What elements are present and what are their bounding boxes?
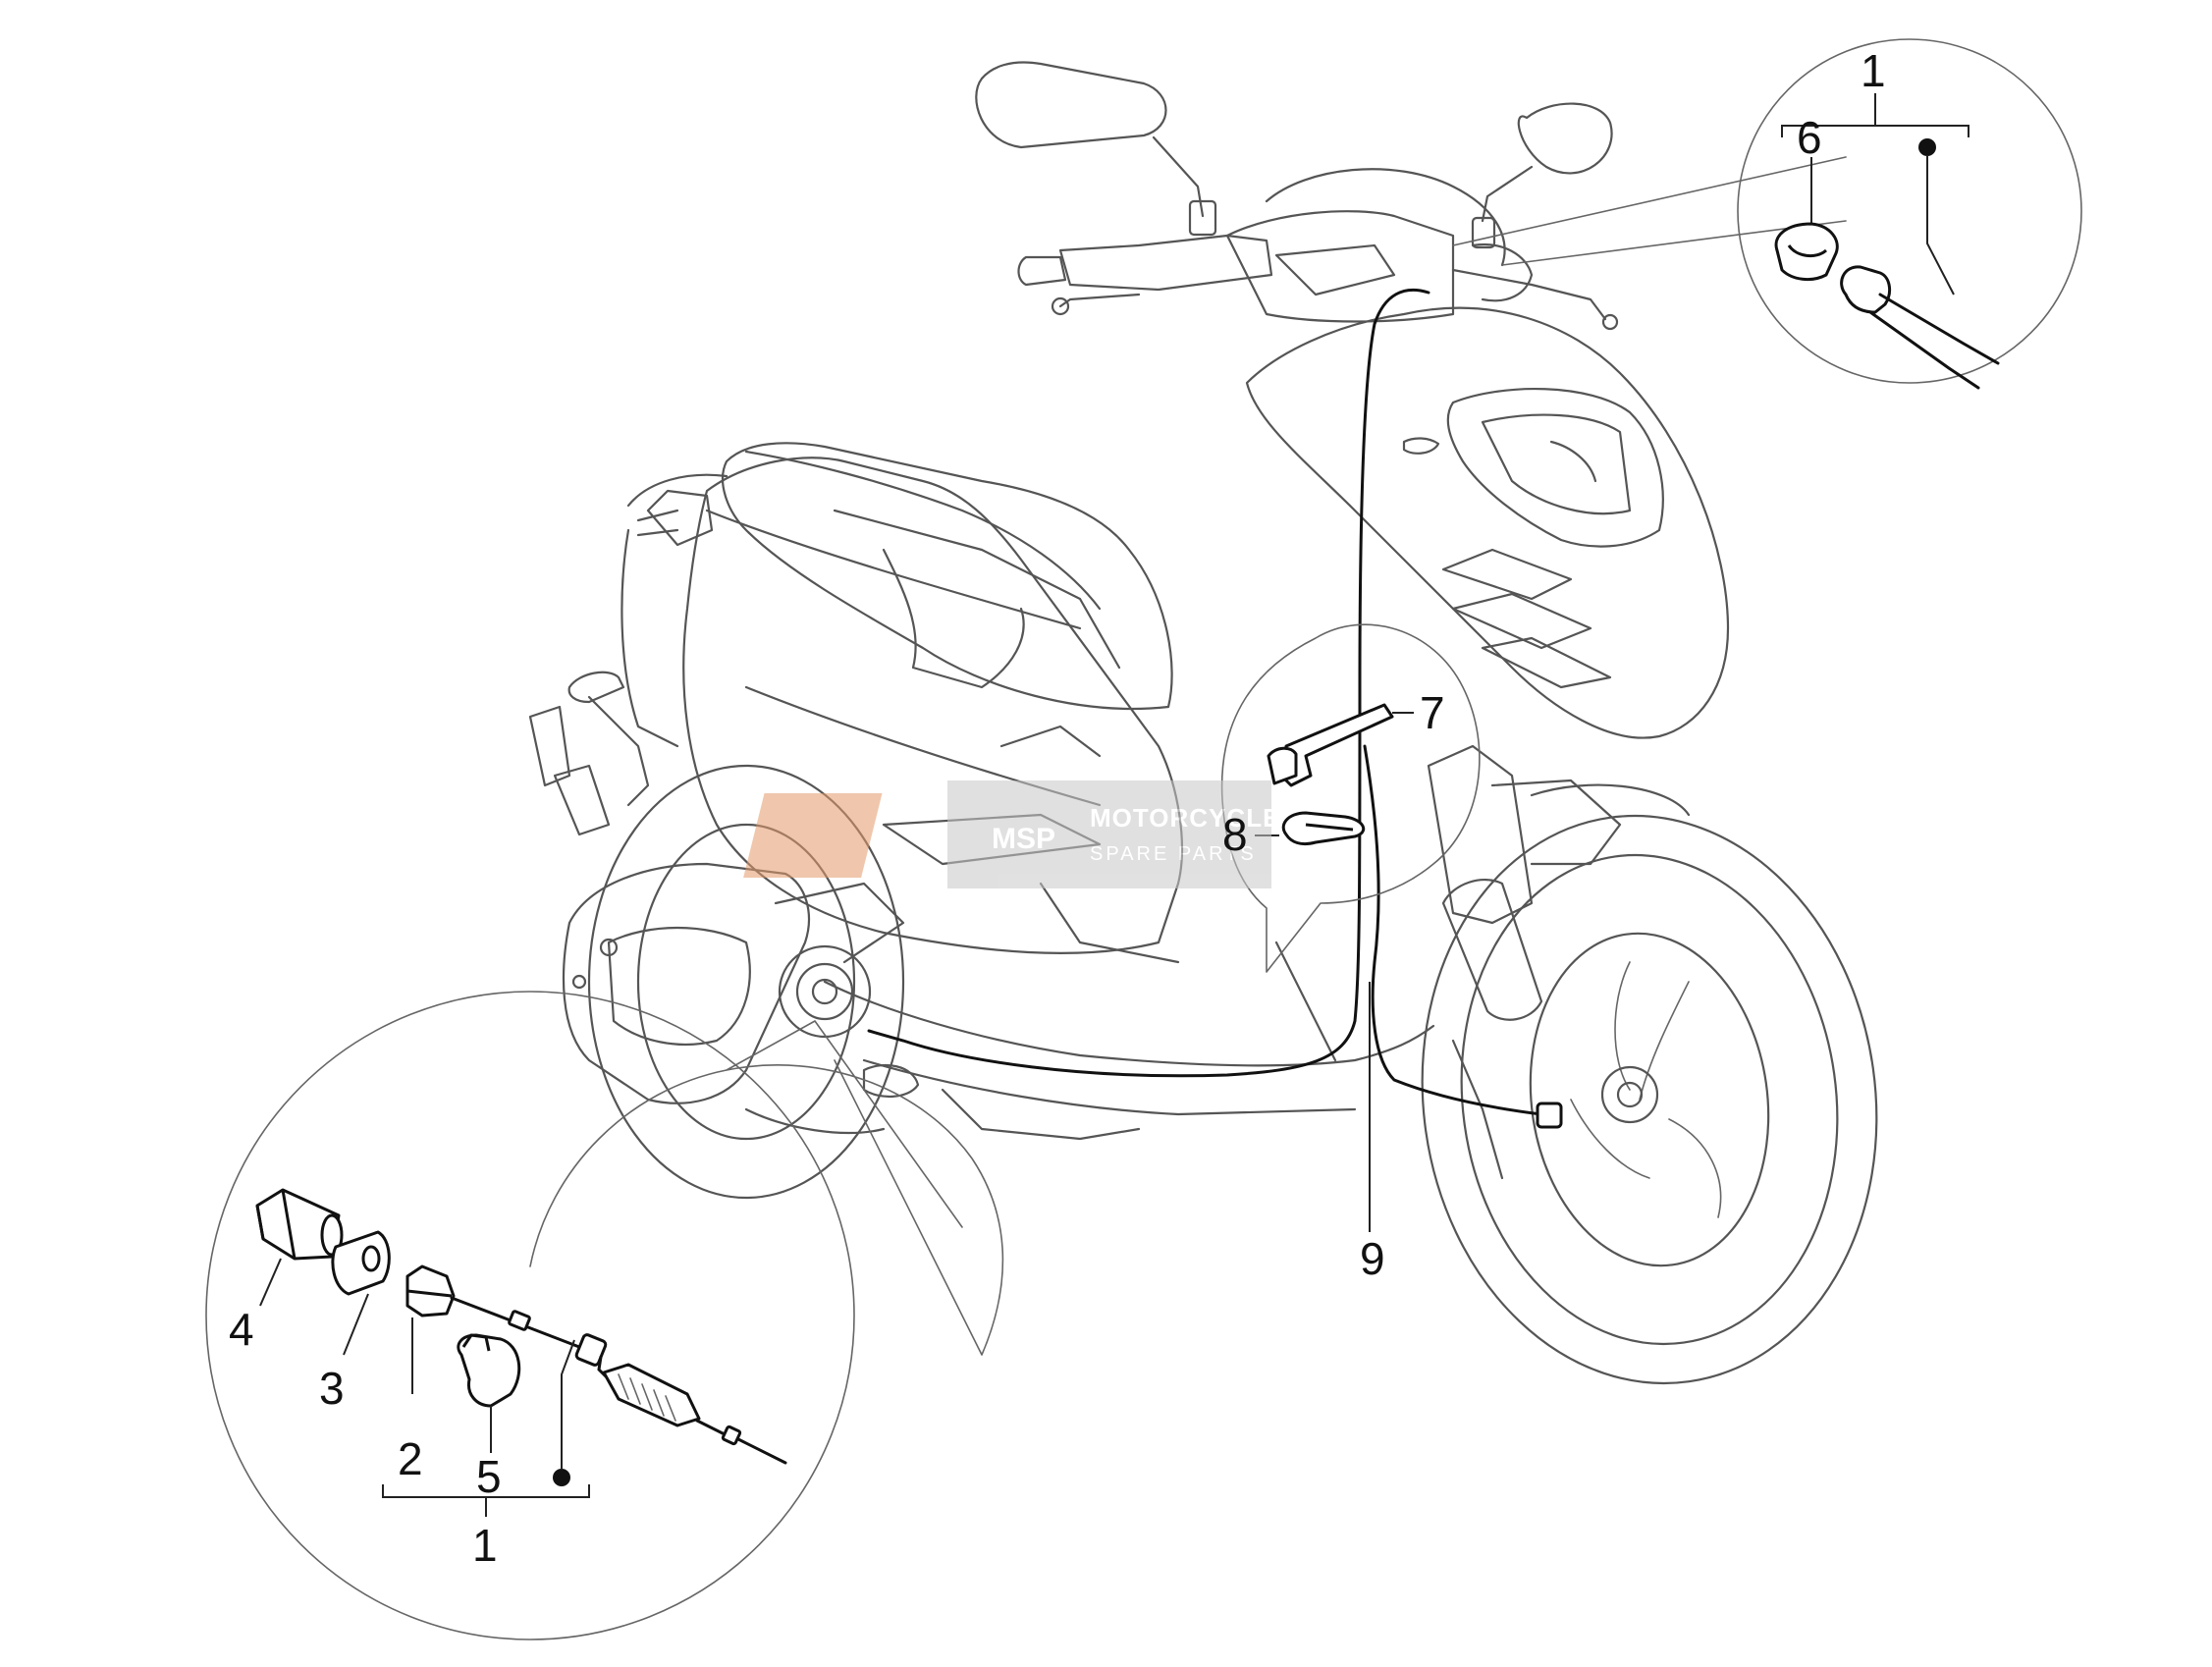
callout-labels: 1 6 7 8 9 4 3 2 5 1: [229, 45, 1886, 1571]
callout-5: 5: [476, 1451, 502, 1502]
callout-8: 8: [1222, 809, 1248, 860]
callout-7: 7: [1420, 687, 1445, 738]
kit-dot-top: [1918, 138, 1936, 156]
watermark-line2: SPARE PARTS: [1090, 843, 1257, 865]
watermark-logo: MSP: [992, 823, 1055, 855]
band-clip-5: [457, 1333, 521, 1408]
callout-3: 3: [319, 1363, 345, 1414]
callout-1-top: 1: [1861, 45, 1886, 96]
scooter-outline: [528, 61, 1878, 1385]
kit-dot-bottom: [553, 1469, 570, 1486]
nut-part-2: [405, 1264, 456, 1317]
callout-1-bottom: 1: [472, 1520, 498, 1571]
callout-4: 4: [229, 1304, 254, 1355]
detail-circle-top: [1452, 38, 2082, 390]
callout-9: 9: [1360, 1233, 1385, 1284]
bellows: [602, 1363, 701, 1427]
speedometer-cable: [867, 288, 1563, 1129]
callout-2: 2: [398, 1433, 423, 1484]
cable-end-top: [1840, 265, 1892, 314]
detail-circle-middle: [1220, 623, 1481, 973]
clip-part-7: [1279, 703, 1394, 787]
spring-clip-8: [1281, 811, 1366, 846]
watermark: MSP MOTORCYCLE SPARE PARTS: [743, 780, 1280, 888]
watermark-line1: MOTORCYCLE: [1090, 803, 1280, 833]
detail-circle-bottom: [205, 991, 1004, 1640]
callout-6: 6: [1797, 112, 1822, 163]
